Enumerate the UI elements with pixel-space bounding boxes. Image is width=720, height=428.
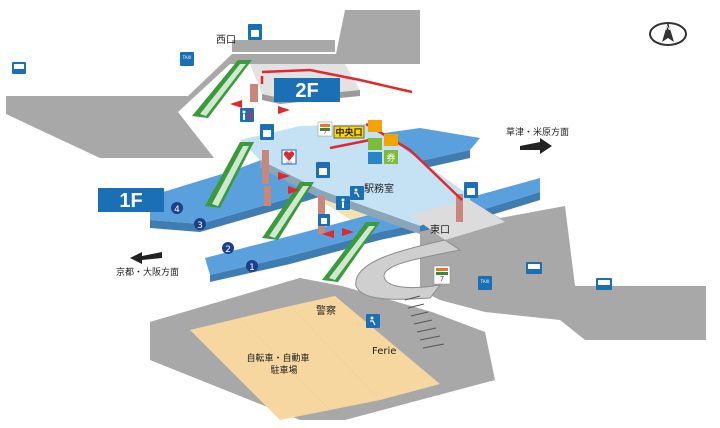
bus-stop-icon-east-2 [596, 278, 612, 290]
accessible-icon-south [366, 314, 380, 328]
route-lines [260, 68, 463, 201]
elevator-icon-east [464, 182, 478, 198]
ticket-machine-icon-stack: 券 [368, 120, 398, 164]
east-exit-ramp [355, 239, 462, 300]
platform-number-3: 3 [194, 218, 206, 231]
station-office-label: 駅務室 [364, 182, 394, 195]
central-exit-badge: 中央口 [333, 125, 365, 139]
concourse-2f-shadow [260, 160, 420, 234]
escalator-west [192, 60, 252, 118]
direction-kusatsu-label: 草津・米原方面 [506, 126, 569, 138]
direction-kusatsu-arrow-icon [520, 138, 552, 154]
compass-icon: N [649, 22, 687, 46]
platform-number-1: 1 [246, 260, 258, 273]
svg-text:7: 7 [323, 129, 327, 136]
east-stairs [404, 295, 445, 349]
parking-lot-2 [240, 306, 380, 410]
elevator-icon-lower [318, 214, 330, 226]
route-arrows [230, 100, 354, 238]
west-plaza-extension [232, 40, 335, 52]
central-exit-label: 中央口 [335, 127, 362, 139]
compass-label: N [665, 24, 670, 32]
svg-text:TAXI: TAXI [480, 279, 490, 284]
platform-number-4: 4 [171, 202, 183, 215]
ferie-label: Ferie [372, 346, 396, 357]
convenience-store-icon-east: 7 [433, 265, 451, 285]
parking-label-line2: 駐車場 [270, 364, 297, 376]
svg-text:AED: AED [286, 161, 293, 165]
police-box-label: 警察 [316, 304, 336, 317]
bus-stop-icon-west [12, 62, 26, 74]
east-plaza [420, 196, 706, 340]
restroom-icon-1f [336, 196, 350, 210]
direction-kyoto-arrow-icon [130, 252, 162, 264]
bus-stop-icon-east [526, 262, 542, 274]
floor-label-2f: 2F [295, 80, 318, 102]
elevator-icon-platform [316, 162, 330, 178]
taxi-stand-icon-west: TAXI [180, 52, 194, 66]
south-plaza-bottom [150, 278, 300, 342]
platform-lower-edge [210, 192, 540, 282]
svg-text:1: 1 [249, 263, 255, 273]
svg-text:2: 2 [225, 245, 231, 255]
svg-text:3: 3 [197, 221, 203, 231]
floor-badge-2f: 2F [274, 78, 340, 102]
elevator-icon-west [248, 24, 262, 40]
escalator-2 [262, 182, 314, 240]
floor-badge-1f: 1F [98, 188, 164, 212]
accessible-icon-central [350, 186, 364, 200]
direction-kyoto-label: 京都・大阪方面 [116, 266, 179, 278]
convenience-store-icon-concourse: 7 [317, 121, 333, 137]
parking-lot-3 [290, 296, 440, 400]
taxi-stand-icon-east: TAXI [478, 276, 492, 290]
svg-text:4: 4 [174, 205, 180, 215]
aed-icon: AED [281, 149, 297, 165]
parking-label-line1: 自転車・自動車 [246, 352, 309, 364]
west-plaza [6, 10, 420, 158]
svg-text:TAXI: TAXI [182, 55, 192, 60]
west-exit-label: 西口 [216, 35, 236, 46]
floor-label-1f: 1F [119, 190, 142, 212]
svg-text:券: 券 [386, 152, 395, 164]
concourse-2f [240, 124, 470, 226]
restroom-icon-2f [240, 108, 254, 122]
escalator-3 [322, 222, 380, 282]
platform-number-2: 2 [222, 242, 234, 255]
east-exit-label: 東口 [430, 223, 450, 236]
escalator-1 [205, 142, 254, 208]
parking-lot-1 [190, 318, 330, 420]
elevator-icon-central [260, 124, 274, 140]
svg-text:7: 7 [440, 275, 444, 283]
